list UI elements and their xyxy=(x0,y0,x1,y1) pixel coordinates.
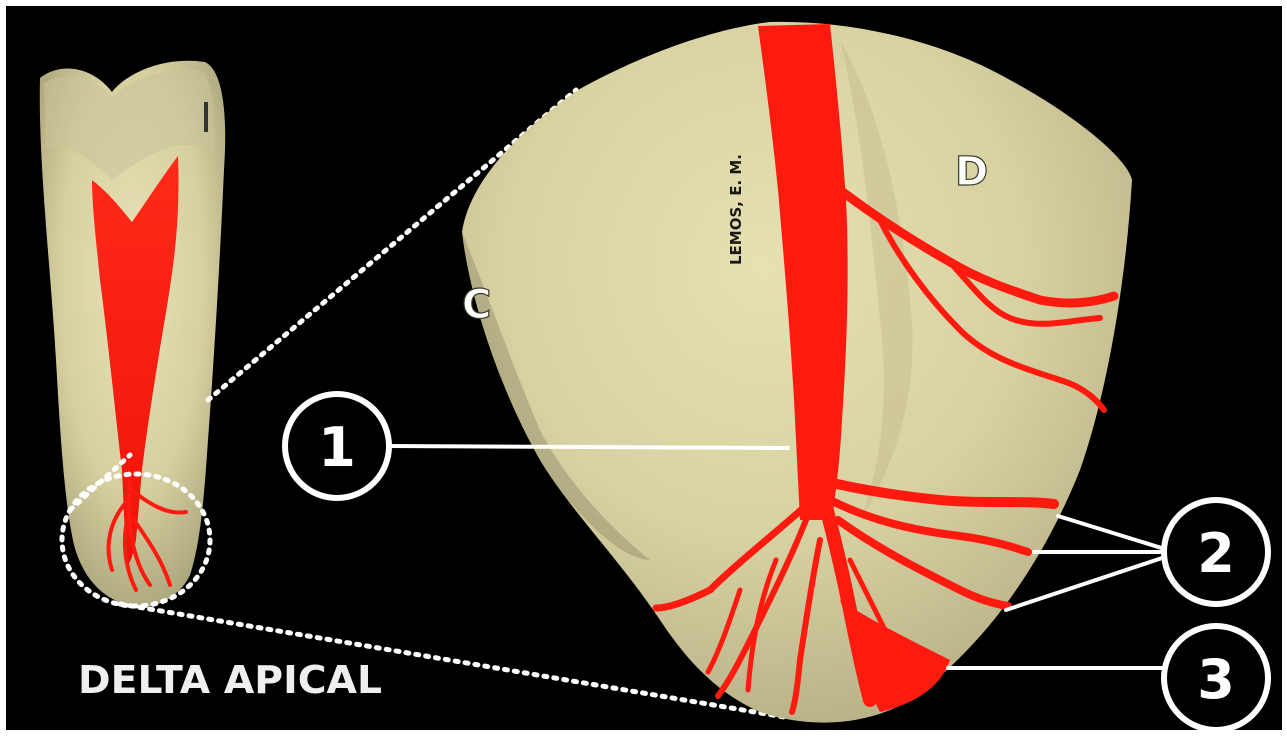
callout-1-number: 1 xyxy=(318,416,356,479)
callout-2: 2 xyxy=(1164,500,1268,604)
diagram-caption: DELTA APICAL xyxy=(78,658,382,702)
callout-2-number: 2 xyxy=(1197,522,1235,585)
tooth-crown-mark xyxy=(204,102,208,132)
callout-3: 3 xyxy=(1164,626,1268,730)
magnified-apex xyxy=(462,22,1132,723)
whole-tooth xyxy=(40,61,225,607)
callout-3-number: 3 xyxy=(1197,648,1235,711)
leader-line-2a xyxy=(1058,516,1168,550)
label-d: D xyxy=(955,149,988,195)
callout-1: 1 xyxy=(285,394,389,498)
leader-line-1 xyxy=(388,446,788,448)
label-c: C xyxy=(462,282,491,328)
author-signature: LEMOS, E. M. xyxy=(727,154,745,265)
